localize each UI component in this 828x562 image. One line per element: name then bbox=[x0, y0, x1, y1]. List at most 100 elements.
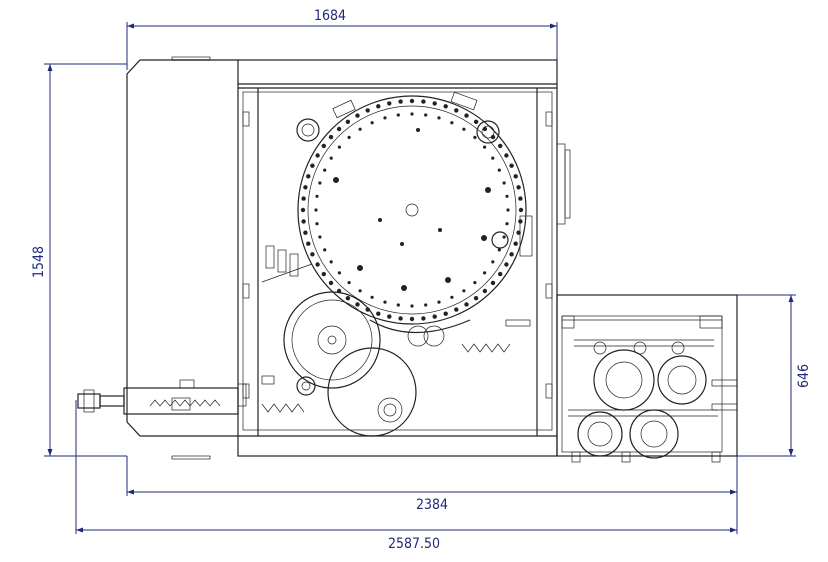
table-hole bbox=[473, 281, 477, 285]
table-hole bbox=[482, 288, 488, 294]
table-hole bbox=[516, 185, 521, 190]
table-hole bbox=[421, 99, 426, 104]
table-hole bbox=[473, 119, 479, 125]
table-hole bbox=[502, 235, 506, 239]
table-hole bbox=[462, 127, 466, 131]
main-frame bbox=[126, 56, 571, 460]
table-hole bbox=[315, 153, 320, 158]
table-hole bbox=[321, 271, 326, 277]
table-hole bbox=[518, 219, 523, 224]
table-hole bbox=[315, 262, 320, 267]
dim-label-right-height: 646 bbox=[796, 364, 812, 388]
table-hole bbox=[410, 112, 414, 116]
table-hole bbox=[509, 252, 514, 257]
table-hole bbox=[310, 252, 315, 257]
table-hole bbox=[432, 101, 437, 106]
table-hole bbox=[310, 163, 315, 168]
table-hole bbox=[483, 145, 487, 149]
table-hole bbox=[482, 126, 488, 132]
table-hole bbox=[376, 311, 381, 316]
table-hole bbox=[398, 316, 403, 321]
table-hole bbox=[396, 113, 400, 117]
table-hole bbox=[421, 316, 426, 321]
table-hole bbox=[424, 303, 428, 307]
table-hole bbox=[383, 300, 387, 304]
dim-label-total-height: 1548 bbox=[31, 246, 47, 278]
table-hole bbox=[387, 314, 392, 319]
table-hole bbox=[315, 194, 319, 198]
table-hole bbox=[424, 113, 428, 117]
table-hole bbox=[505, 194, 509, 198]
table-hole bbox=[450, 121, 454, 125]
table-hole bbox=[365, 108, 370, 113]
table-hole bbox=[347, 281, 351, 285]
table-hole bbox=[300, 207, 306, 213]
table-hole bbox=[409, 98, 415, 104]
table-hole bbox=[473, 296, 479, 301]
dimension-lines bbox=[44, 22, 796, 534]
table-hole bbox=[337, 271, 341, 275]
table-hole bbox=[454, 108, 459, 113]
table-hole bbox=[398, 99, 403, 104]
table-hole bbox=[328, 134, 334, 140]
table-hole bbox=[497, 168, 501, 172]
table-hole bbox=[301, 219, 306, 224]
table-hole bbox=[336, 126, 342, 132]
dim-label-full-width: 2587.50 bbox=[388, 536, 440, 552]
table-hole bbox=[483, 271, 487, 275]
table-hole bbox=[409, 316, 415, 322]
table-hole bbox=[450, 295, 454, 299]
table-hole bbox=[345, 119, 351, 125]
table-hole bbox=[383, 116, 387, 120]
table-hole bbox=[506, 208, 510, 212]
table-hole bbox=[396, 303, 400, 307]
table-hole bbox=[504, 153, 509, 158]
table-hole bbox=[473, 135, 477, 139]
table-hole bbox=[306, 174, 311, 179]
table-hole bbox=[513, 174, 518, 179]
table-hole bbox=[497, 248, 501, 252]
rotary-table bbox=[296, 91, 533, 325]
table-hole bbox=[490, 134, 496, 140]
table-hole bbox=[329, 260, 333, 264]
table-hole bbox=[491, 156, 495, 160]
table-hole bbox=[358, 289, 362, 293]
table-hole bbox=[301, 196, 306, 201]
table-hole bbox=[337, 145, 341, 149]
table-hole bbox=[306, 241, 311, 246]
table-hole bbox=[355, 113, 360, 118]
rotary-table-holes bbox=[300, 98, 524, 322]
table-hole bbox=[318, 235, 322, 239]
table-hole bbox=[464, 113, 469, 118]
table-hole bbox=[314, 208, 318, 212]
table-hole bbox=[355, 302, 360, 307]
table-hole bbox=[513, 241, 518, 246]
table-hole bbox=[303, 185, 308, 190]
table-hole bbox=[437, 116, 441, 120]
table-hole bbox=[491, 260, 495, 264]
dim-label-top-width: 1684 bbox=[314, 8, 346, 24]
table-hole bbox=[347, 135, 351, 139]
left-feed-conveyor bbox=[77, 379, 247, 415]
table-hole bbox=[376, 104, 381, 109]
table-hole bbox=[498, 143, 503, 149]
table-hole bbox=[321, 143, 326, 149]
table-hole bbox=[462, 289, 466, 293]
table-hole bbox=[502, 181, 506, 185]
table-hole bbox=[328, 280, 334, 286]
table-hole bbox=[303, 230, 308, 235]
table-hole bbox=[454, 307, 459, 312]
table-hole bbox=[315, 222, 319, 226]
table-hole bbox=[345, 296, 351, 301]
transfer-starwheels bbox=[261, 245, 531, 437]
table-hole bbox=[490, 280, 496, 286]
table-hole bbox=[358, 127, 362, 131]
table-hole bbox=[410, 304, 414, 308]
table-hole bbox=[323, 248, 327, 252]
table-hole bbox=[505, 222, 509, 226]
table-hole bbox=[498, 271, 503, 277]
table-hole bbox=[504, 262, 509, 267]
table-hole bbox=[387, 101, 392, 106]
table-hole bbox=[370, 121, 374, 125]
